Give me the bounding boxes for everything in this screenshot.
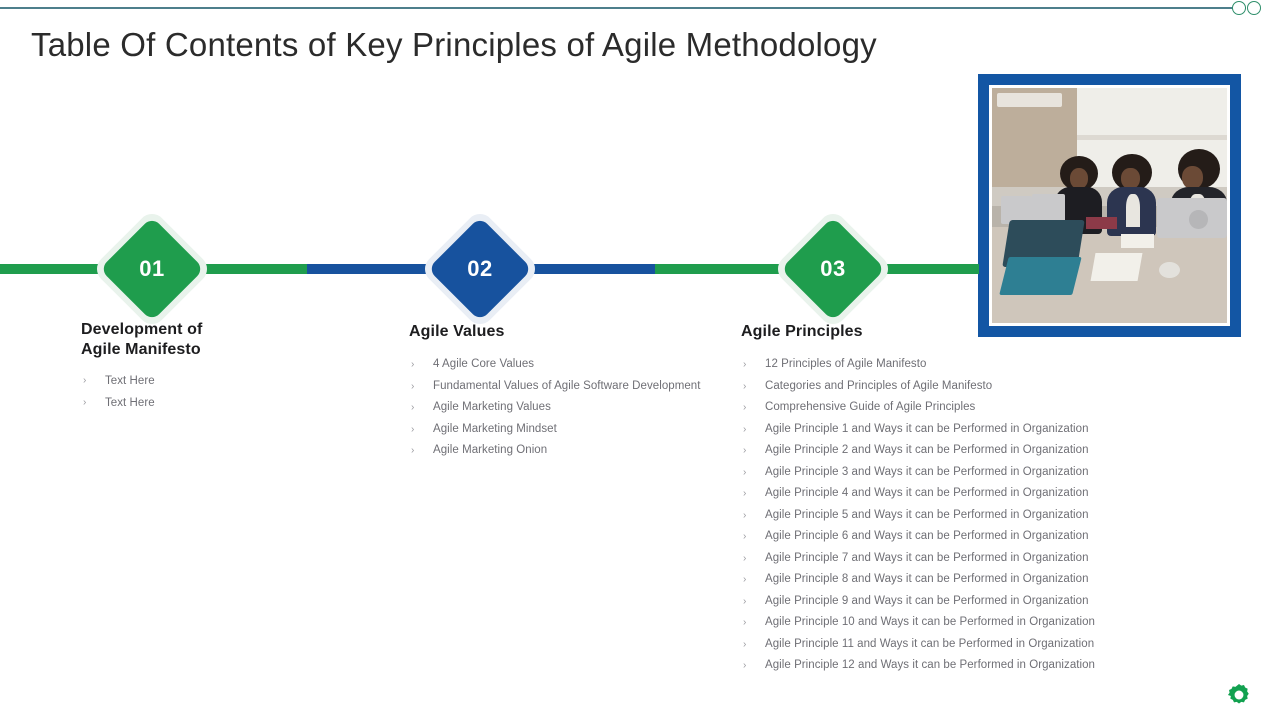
- bullet-text: 12 Principles of Agile Manifesto: [765, 358, 927, 370]
- bullet-list: › Text Here › Text Here: [81, 370, 381, 414]
- bullet-text: Agile Principle 1 and Ways it can be Per…: [765, 422, 1089, 435]
- bullet-text: Text Here: [105, 375, 155, 387]
- chevron-right-icon: ›: [743, 359, 747, 370]
- bullet-list: › 4 Agile Core Values › Fundamental Values …: [409, 354, 729, 462]
- bullet-item: › Agile Principle 6 and Ways it can be Pe…: [741, 526, 1171, 548]
- chevron-right-icon: ›: [743, 531, 747, 542]
- gear-icon: [1226, 682, 1252, 708]
- section-heading-line-2: Agile Manifesto: [81, 341, 201, 358]
- bullet-item: › Agile Principle 9 and Ways it can be Pe…: [741, 591, 1171, 613]
- chevron-right-icon: ›: [743, 574, 747, 585]
- bullet-item: › Comprehensive Guide of Agile Principles: [741, 397, 1171, 419]
- bullet-item: › Categories and Principles of Agile Mani…: [741, 376, 1171, 398]
- chevron-right-icon: ›: [411, 445, 415, 456]
- header-decoration-rings: [1232, 1, 1274, 17]
- bullet-item: › Agile Principle 3 and Ways it can be Pe…: [741, 462, 1171, 484]
- timeline-node-03[interactable]: 03: [772, 208, 894, 330]
- bullet-item: › Agile Marketing Onion: [409, 440, 729, 462]
- bullet-text: Agile Marketing Mindset: [433, 422, 557, 435]
- section-agile-principles: Agile Principles › 12 Principles of Agile…: [741, 322, 1171, 677]
- bullet-item: › Agile Principle 11 and Ways it can be P…: [741, 634, 1171, 656]
- bullet-text: Agile Principle 12 and Ways it can be Pe…: [765, 659, 1096, 671]
- timeline-node-number: 02: [467, 256, 493, 281]
- section-heading: Agile Principles: [741, 323, 863, 340]
- bullet-text: Agile Principle 6 and Ways it can be Per…: [765, 530, 1089, 542]
- meeting-photo: [992, 88, 1227, 323]
- bullet-item: › Text Here: [81, 392, 381, 414]
- bullet-item: › Agile Principle 2 and Ways it can be Pe…: [741, 440, 1171, 462]
- section-heading: Development of Agile Manifesto: [81, 320, 381, 360]
- bullet-text: Agile Principle 8 and Ways it can be Per…: [765, 573, 1089, 585]
- chevron-right-icon: ›: [743, 509, 747, 521]
- chevron-right-icon: ›: [411, 402, 415, 413]
- bullet-list: › 12 Principles of Agile Manifesto › Catego…: [741, 354, 1171, 677]
- bullet-item: › Text Here: [81, 370, 381, 392]
- bullet-text: Agile Principle 9 and Ways it can be Per…: [765, 594, 1089, 607]
- chevron-right-icon: ›: [83, 397, 87, 408]
- timeline-node-02[interactable]: 02: [419, 208, 541, 330]
- timeline-node-number: 03: [820, 256, 846, 281]
- header-divider: [0, 7, 1246, 9]
- chevron-right-icon: ›: [411, 359, 415, 370]
- meeting-photo-mat: [989, 85, 1230, 326]
- page-title: Table Of Contents of Key Principles of A…: [31, 26, 877, 63]
- bullet-text: Categories and Principles of Agile Manif…: [765, 379, 993, 392]
- chevron-right-icon: ›: [743, 638, 747, 650]
- chevron-right-icon: ›: [743, 445, 747, 456]
- bullet-item: › Agile Principle 8 and Ways it can be Pe…: [741, 569, 1171, 591]
- bullet-text: Agile Principle 10 and Ways it can be Pe…: [765, 616, 1096, 628]
- bullet-item: › Agile Marketing Mindset: [409, 419, 729, 441]
- chevron-right-icon: ›: [743, 402, 747, 413]
- timeline-node-01[interactable]: 01: [91, 208, 213, 330]
- bullet-item: › Agile Principle 7 and Ways it can be Pe…: [741, 548, 1171, 570]
- section-heading: Agile Values: [409, 323, 505, 340]
- circle-outline-icon: [1232, 1, 1246, 15]
- bullet-text: 4 Agile Core Values: [433, 358, 535, 370]
- bullet-text: Agile Principle 2 and Ways it can be Per…: [765, 444, 1089, 456]
- chevron-right-icon: ›: [743, 617, 747, 628]
- chevron-right-icon: ›: [83, 375, 87, 386]
- bullet-item: › Agile Principle 12 and Ways it can be P…: [741, 655, 1171, 677]
- chevron-right-icon: ›: [743, 423, 747, 435]
- chevron-right-icon: ›: [743, 660, 747, 671]
- bullet-text: Text Here: [105, 397, 155, 409]
- section-heading-line-1: Development of: [81, 321, 203, 338]
- circle-outline-icon: [1247, 1, 1261, 15]
- bullet-item: › Agile Principle 10 and Ways it can be P…: [741, 612, 1171, 634]
- chevron-right-icon: ›: [743, 488, 747, 499]
- bullet-item: › Agile Principle 1 and Ways it can be Pe…: [741, 419, 1171, 441]
- chevron-right-icon: ›: [411, 423, 415, 435]
- chevron-right-icon: ›: [411, 380, 415, 392]
- bullet-text: Agile Principle 7 and Ways it can be Per…: [765, 551, 1089, 564]
- bullet-text: Agile Marketing Values: [433, 401, 551, 413]
- bullet-text: Agile Principle 3 and Ways it can be Per…: [765, 465, 1089, 478]
- bullet-item: › Agile Marketing Values: [409, 397, 729, 419]
- bullet-item: › Fundamental Values of Agile Software De…: [409, 376, 729, 398]
- chevron-right-icon: ›: [743, 552, 747, 564]
- bullet-text: Agile Principle 11 and Ways it can be Pe…: [765, 637, 1095, 650]
- chevron-right-icon: ›: [743, 466, 747, 478]
- bullet-text: Agile Principle 5 and Ways it can be Per…: [765, 508, 1089, 521]
- bullet-item: › 12 Principles of Agile Manifesto: [741, 354, 1171, 376]
- bullet-text: Fundamental Values of Agile Software Dev…: [433, 379, 701, 392]
- bullet-text: Agile Marketing Onion: [433, 444, 548, 456]
- section-agile-values: Agile Values › 4 Agile Core Values › Fundam…: [409, 322, 729, 462]
- bullet-text: Comprehensive Guide of Agile Principles: [765, 401, 976, 413]
- bullet-item: › Agile Principle 4 and Ways it can be Pe…: [741, 483, 1171, 505]
- section-development-of-agile-manifesto: Development of Agile Manifesto › Text Her…: [81, 320, 381, 414]
- bullet-item: › Agile Principle 5 and Ways it can be Pe…: [741, 505, 1171, 527]
- chevron-right-icon: ›: [743, 380, 747, 392]
- chevron-right-icon: ›: [743, 595, 747, 607]
- meeting-photo-frame: [978, 74, 1241, 337]
- bullet-item: › 4 Agile Core Values: [409, 354, 729, 376]
- timeline-node-number: 01: [139, 256, 165, 281]
- bullet-text: Agile Principle 4 and Ways it can be Per…: [765, 487, 1089, 499]
